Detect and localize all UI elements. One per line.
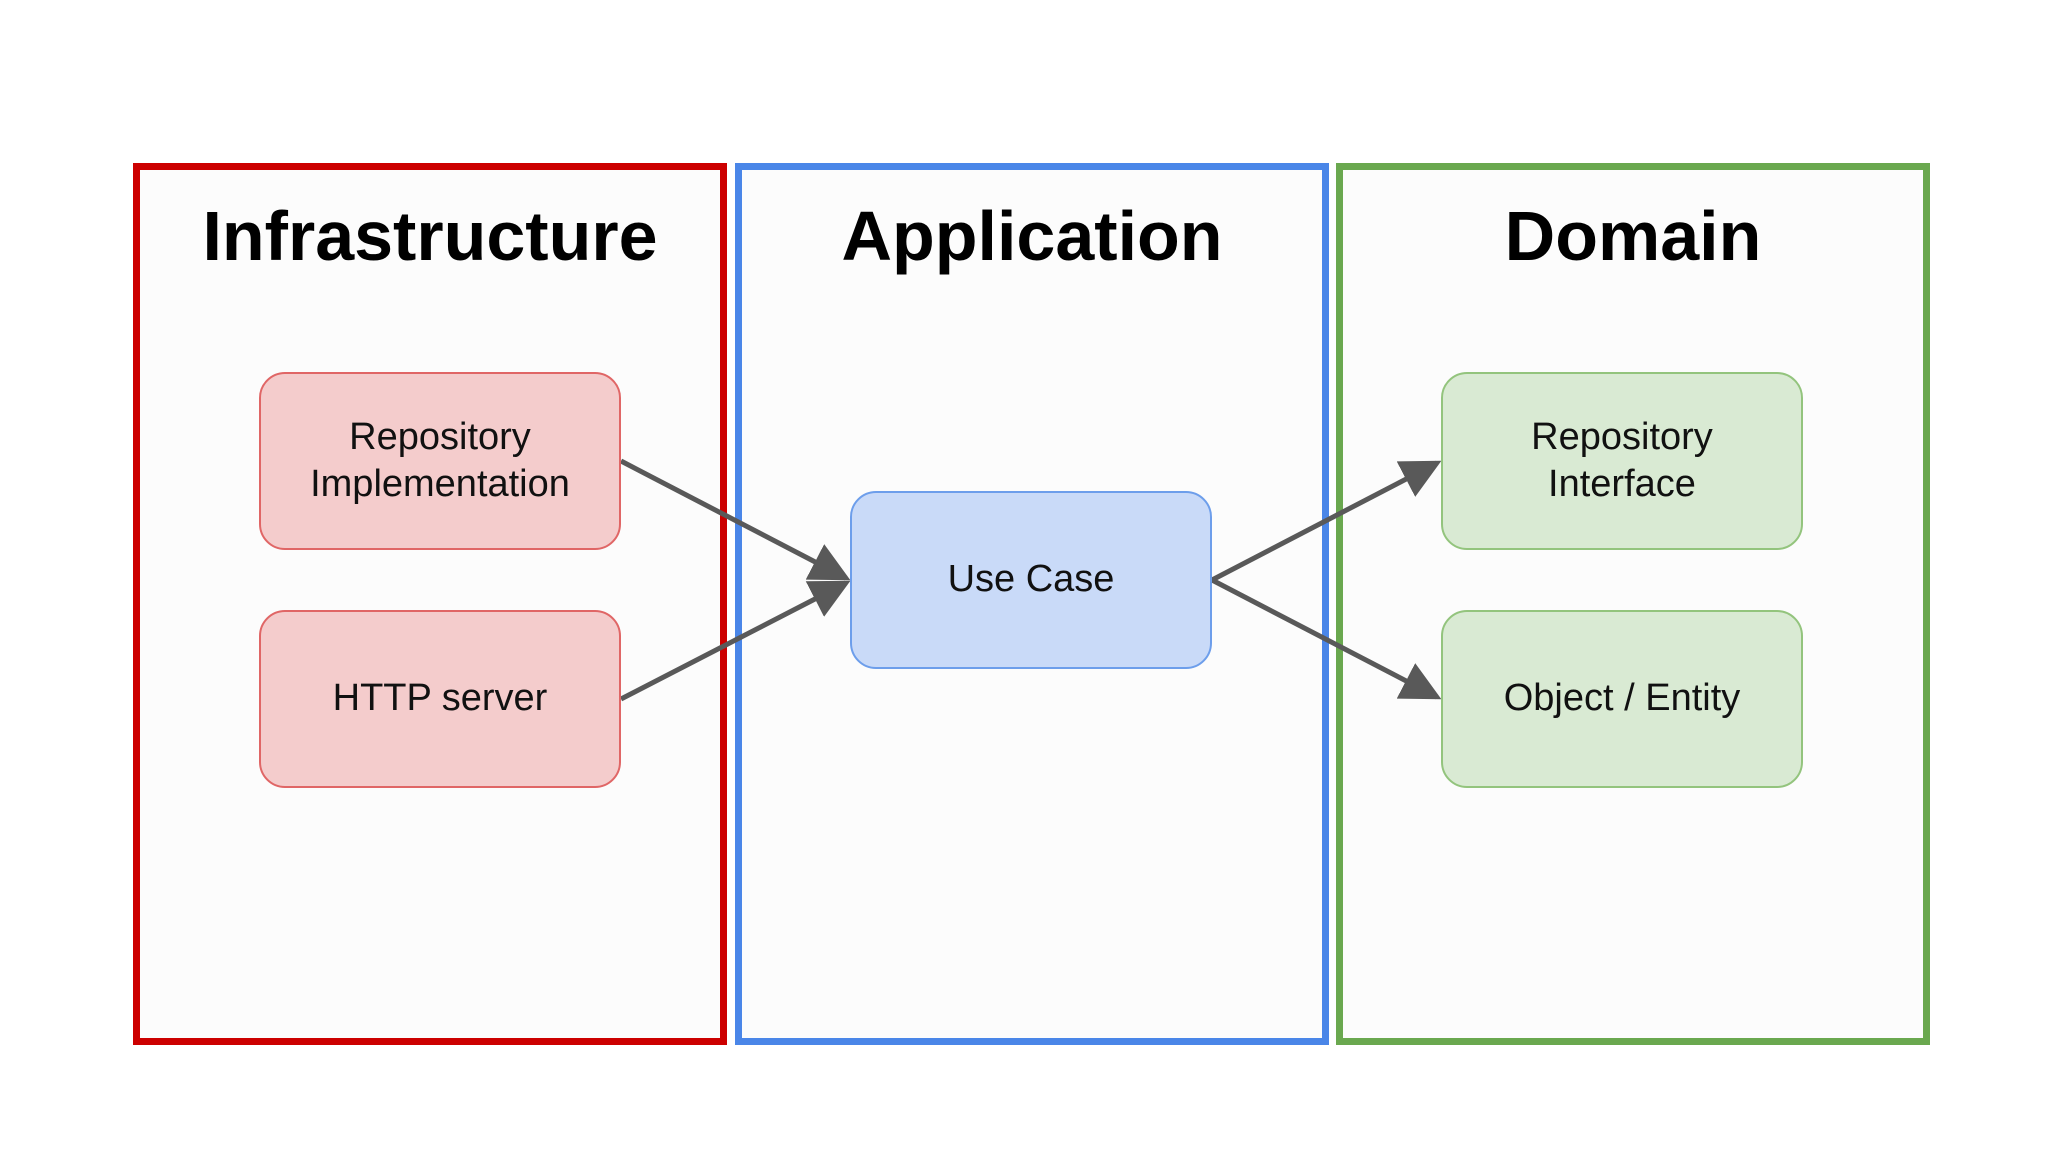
repository-interface-node: Repository Interface bbox=[1441, 372, 1803, 550]
application-title: Application bbox=[841, 197, 1223, 275]
domain-title: Domain bbox=[1504, 197, 1762, 275]
object-entity-node: Object / Entity bbox=[1441, 610, 1803, 788]
use-case-node: Use Case bbox=[850, 491, 1212, 669]
repository-implementation-node: Repository Implementation bbox=[259, 372, 621, 550]
domain-layer: Domain bbox=[1336, 163, 1930, 1045]
infrastructure-title: Infrastructure bbox=[202, 197, 658, 275]
http-server-node: HTTP server bbox=[259, 610, 621, 788]
infrastructure-layer: Infrastructure bbox=[133, 163, 727, 1045]
